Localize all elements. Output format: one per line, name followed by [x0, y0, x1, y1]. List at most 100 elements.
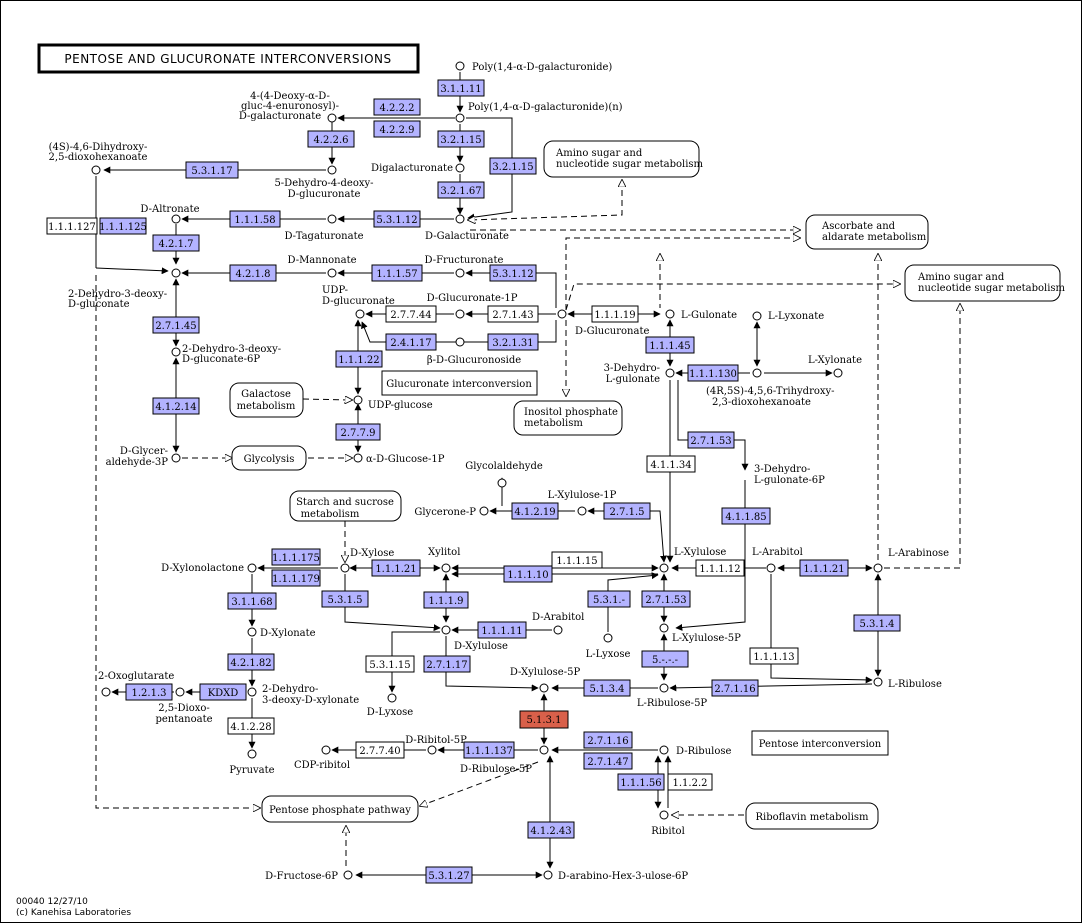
compound-label[interactable]: UDP-	[322, 285, 348, 296]
compound-label[interactable]: β-D-Glucuronoside	[427, 355, 521, 366]
compound-label[interactable]: 2-Dehydro-3-deoxy-	[68, 289, 167, 300]
compound-label[interactable]: D-gluconate	[68, 299, 130, 310]
compound-label[interactable]: L-Lyxose	[586, 649, 631, 660]
compound-node[interactable]	[659, 623, 669, 633]
compound-label[interactable]: L-Xylulose	[674, 547, 726, 558]
enzyme-box[interactable]: 5.1.3.1	[519, 710, 569, 729]
enzyme-box[interactable]: 2.7.7.44	[385, 305, 437, 323]
compound-label[interactable]: D-Altronate	[140, 204, 199, 215]
compound-node[interactable]	[327, 165, 337, 175]
compound-label[interactable]: pentanoate	[155, 714, 212, 725]
compound-node[interactable]	[833, 368, 843, 378]
compound-label[interactable]: Ribitol	[651, 826, 685, 837]
enzyme-box[interactable]: 4.2.2.6	[307, 130, 355, 148]
compound-node[interactable]	[327, 113, 337, 123]
enzyme-box[interactable]: 5.3.1.27	[425, 866, 473, 884]
compound-node[interactable]	[171, 347, 181, 357]
compound-label[interactable]: 5-Dehydro-4-deoxy-	[274, 178, 373, 189]
enzyme-box[interactable]: 5.1.3.4	[583, 679, 631, 697]
compound-label[interactable]: D-galacturonate	[239, 111, 321, 122]
compound-label[interactable]: D-Xylose	[350, 548, 394, 559]
compound-node[interactable]	[327, 214, 337, 224]
compound-node[interactable]	[497, 478, 507, 488]
compound-label[interactable]: D-Lyxose	[367, 707, 413, 718]
compound-label[interactable]: α-D-Glucose-1P	[366, 454, 445, 465]
compound-node[interactable]	[659, 745, 669, 755]
compound-label[interactable]: D-Xylonolactone	[161, 563, 244, 574]
enzyme-box[interactable]: 2.7.1.17	[423, 655, 471, 673]
enzyme-box[interactable]: 4.2.1.7	[152, 234, 200, 252]
compound-label[interactable]: 3-deoxy-D-xylonate	[262, 695, 359, 706]
enzyme-box[interactable]: 1.1.1.15	[551, 551, 603, 569]
enzyme-box[interactable]: KDXD	[199, 683, 247, 701]
enzyme-box[interactable]: 3.2.1.31	[487, 333, 539, 351]
enzyme-box[interactable]: 1.1.1.45	[645, 336, 695, 354]
compound-node[interactable]	[455, 337, 465, 347]
compound-node[interactable]	[353, 453, 363, 463]
compound-label[interactable]: Glycolaldehyde	[465, 461, 543, 472]
enzyme-box[interactable]: 1.1.1.175	[271, 548, 321, 566]
enzyme-box[interactable]: 3.1.1.11	[437, 79, 485, 97]
compound-node[interactable]	[171, 453, 181, 463]
enzyme-box[interactable]: 1.1.1.130	[687, 364, 739, 382]
enzyme-box[interactable]: 1.1.1.58	[229, 210, 281, 228]
enzyme-box[interactable]: 3.2.1.15	[437, 130, 485, 148]
map-link-riboflavin[interactable]: Riboflavin metabolism	[745, 802, 879, 830]
compound-node[interactable]	[343, 870, 353, 880]
compound-node[interactable]	[873, 563, 883, 573]
compound-label[interactable]: 2,3-dioxohexanoate	[712, 397, 811, 408]
compound-node[interactable]	[665, 309, 675, 319]
compound-node[interactable]	[327, 268, 337, 278]
compound-node[interactable]	[355, 309, 365, 319]
compound-label[interactable]: L-Ribulose	[888, 679, 942, 690]
enzyme-box[interactable]: 1.1.1.21	[799, 559, 849, 577]
enzyme-box[interactable]: 2.7.1.5	[603, 502, 651, 520]
compound-node[interactable]	[247, 563, 257, 573]
enzyme-box[interactable]: 2.7.7.40	[355, 741, 405, 759]
compound-label[interactable]: D-Tagaturonate	[284, 231, 363, 242]
compound-label[interactable]: 4-(4-Deoxy-α-D-	[250, 91, 330, 102]
compound-node[interactable]	[91, 165, 101, 175]
enzyme-box[interactable]: 2.7.1.16	[711, 679, 759, 697]
enzyme-box[interactable]: 1.1.1.11	[477, 621, 527, 639]
compound-label[interactable]: D-arabino-Hex-3-ulose-6P	[558, 871, 688, 882]
enzyme-box[interactable]: 4.2.1.8	[229, 264, 277, 282]
compound-node[interactable]	[441, 563, 451, 573]
compound-label[interactable]: aldehyde-3P	[106, 457, 169, 468]
enzyme-box[interactable]: 5.3.1.17	[185, 161, 239, 179]
compound-node[interactable]	[455, 113, 465, 123]
enzyme-box[interactable]: 4.1.2.14	[152, 397, 200, 415]
enzyme-box[interactable]: 1.1.1.125	[99, 217, 147, 235]
compound-node[interactable]	[659, 683, 669, 693]
enzyme-box[interactable]: 1.1.1.10	[503, 565, 553, 583]
compound-node[interactable]	[577, 506, 587, 516]
compound-label[interactable]: UDP-glucose	[368, 400, 433, 411]
map-link-amino-sugar-2[interactable]: Amino sugar and nucleotide sugar metabol…	[904, 264, 1066, 302]
compound-label[interactable]: D-glucuronate	[288, 189, 361, 200]
compound-label[interactable]: 2-Oxoglutarate	[98, 671, 174, 682]
compound-label[interactable]: D-Fructuronate	[425, 255, 504, 266]
compound-label[interactable]: D-Ribitol-5P	[405, 735, 467, 746]
compound-node[interactable]	[557, 309, 567, 319]
compound-label[interactable]: D-Fructose-6P	[265, 871, 338, 882]
compound-label[interactable]: L-Arabinose	[888, 548, 949, 559]
enzyme-box[interactable]: 1.1.1.13	[749, 647, 799, 665]
compound-node[interactable]	[539, 683, 549, 693]
compound-node[interactable]	[247, 627, 257, 637]
enzyme-box[interactable]: 1.1.2.2	[667, 773, 713, 791]
compound-node[interactable]	[247, 749, 257, 759]
enzyme-box[interactable]: 1.1.1.127	[46, 217, 98, 235]
enzyme-box[interactable]: 2.7.1.16	[583, 731, 633, 749]
compound-label[interactable]: D-Arabitol	[532, 612, 584, 623]
enzyme-box[interactable]: 3.2.1.15	[489, 157, 537, 175]
compound-node[interactable]	[427, 745, 437, 755]
compound-label[interactable]: Pyruvate	[229, 765, 274, 776]
enzyme-box[interactable]: 1.1.1.137	[463, 741, 515, 759]
enzyme-box[interactable]: 5.3.1.12	[373, 210, 421, 228]
enzyme-box[interactable]: 4.1.2.19	[511, 502, 559, 520]
compound-node[interactable]	[603, 633, 613, 643]
enzyme-box[interactable]: 1.1.1.179	[271, 569, 321, 587]
compound-node[interactable]	[353, 395, 363, 405]
enzyme-box[interactable]: 5.-.-.-	[641, 650, 689, 668]
enzyme-box[interactable]: 2.7.7.9	[335, 423, 381, 441]
